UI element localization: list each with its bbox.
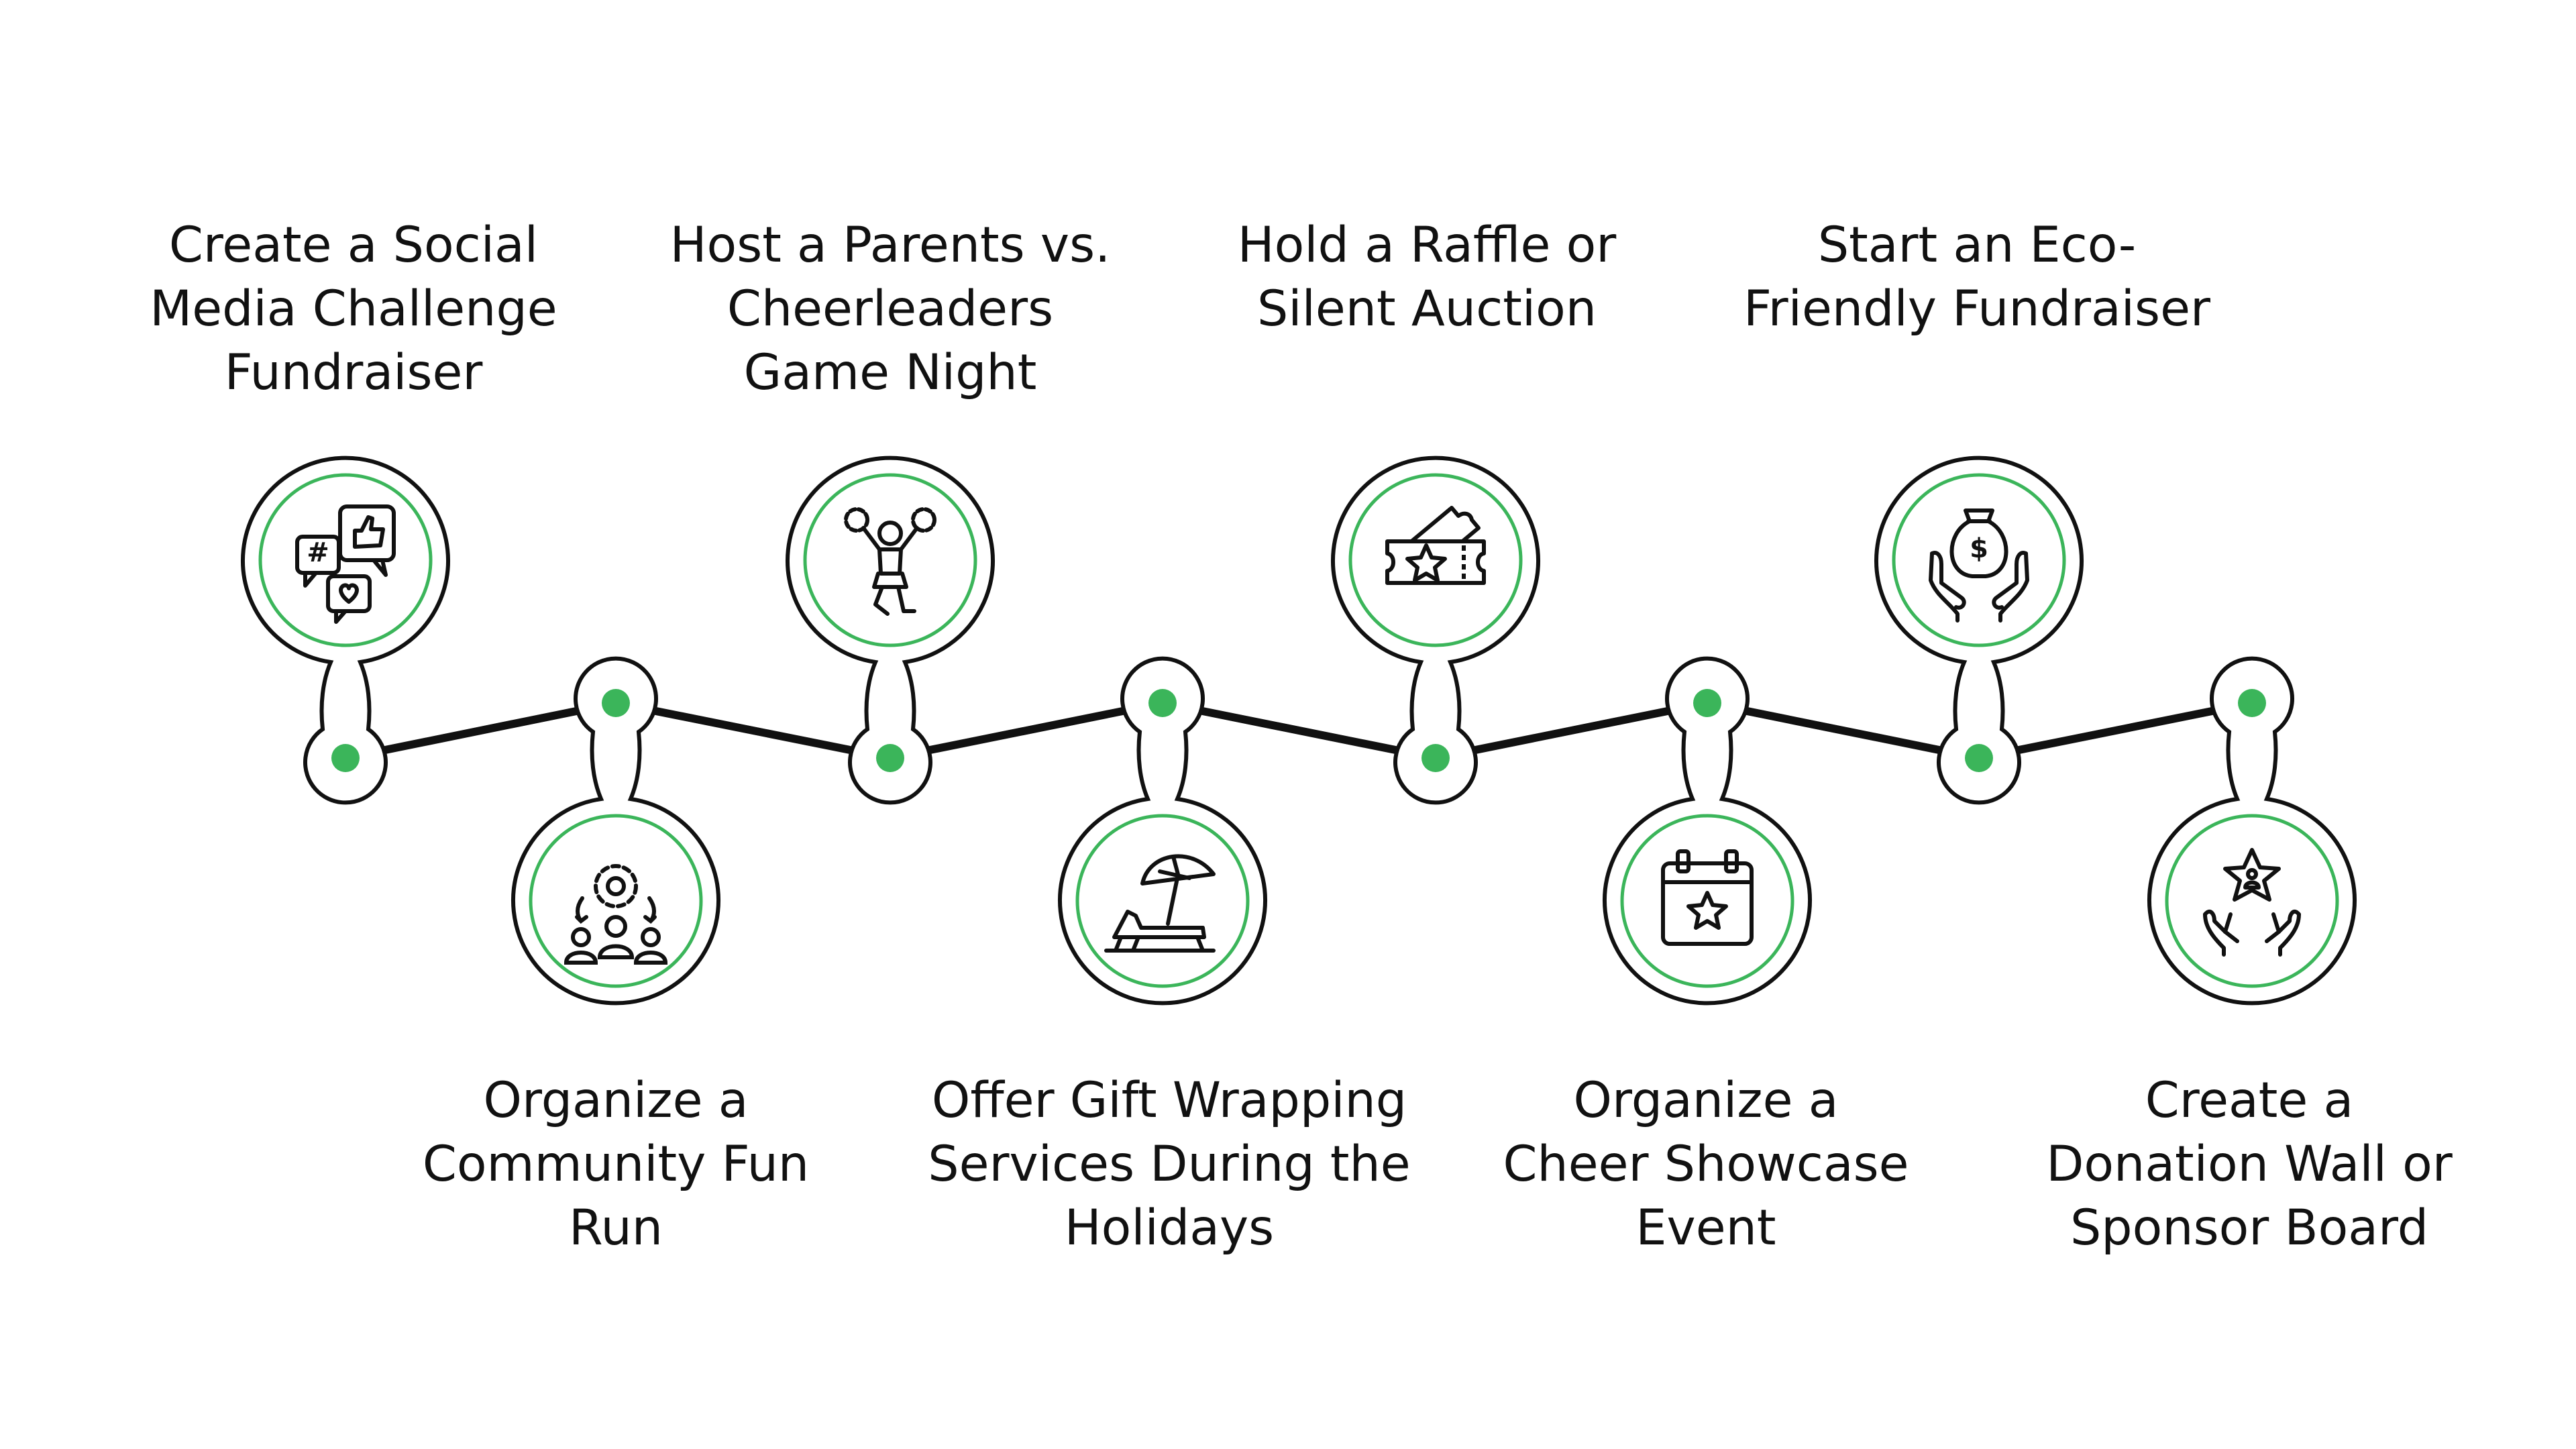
community-icon xyxy=(564,864,668,965)
step-6-marker xyxy=(1605,659,1810,1004)
social-media-icon: # xyxy=(295,504,396,624)
svg-text:$: $ xyxy=(1970,533,1988,564)
step-7-marker: $ xyxy=(1876,458,2082,803)
step-8-marker xyxy=(2149,659,2355,1004)
cheerleader-icon xyxy=(844,507,936,616)
step-2-marker xyxy=(513,659,718,1004)
timeline-line xyxy=(344,699,2253,762)
star-hands-icon xyxy=(2203,848,2301,957)
step-1-marker: # xyxy=(243,458,448,803)
step-4-marker xyxy=(1060,659,1265,1004)
step-8-label: Create a Donation Wall or Sponsor Board xyxy=(2046,1072,2453,1256)
money-bag-hands-icon: $ xyxy=(1929,508,2029,623)
step-1-label: Create a Social Media Challenge Fundrais… xyxy=(150,217,557,401)
raffle-ticket-icon xyxy=(1385,506,1486,585)
step-5-marker xyxy=(1333,458,1538,803)
step-3-label: Host a Parents vs. Cheerleaders Game Nig… xyxy=(669,217,1111,401)
calendar-star-icon xyxy=(1661,849,1754,946)
step-7-label: Start an Eco- Friendly Fundraiser xyxy=(1743,217,2211,337)
step-4-label: Offer Gift Wrapping Services During the … xyxy=(928,1072,1411,1256)
step-3-marker xyxy=(788,458,993,803)
svg-text:#: # xyxy=(307,537,329,568)
step-2-label: Organize a Community Fun Run xyxy=(422,1072,810,1256)
step-6-label: Organize a Cheer Showcase Event xyxy=(1503,1072,1909,1256)
beach-umbrella-icon xyxy=(1104,854,1216,953)
step-5-label: Hold a Raffle or Silent Auction xyxy=(1237,217,1617,337)
